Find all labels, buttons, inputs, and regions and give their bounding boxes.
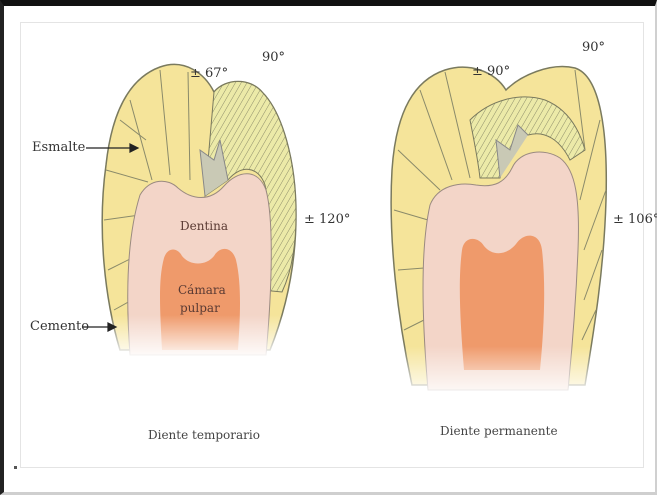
corner-mark	[14, 466, 17, 469]
permanent-angle-top: ± 90°	[472, 64, 510, 79]
permanent-tooth	[385, 67, 615, 400]
enamel-label: Esmalte	[32, 140, 85, 155]
permanent-tooth-caption: Diente permanente	[440, 424, 558, 438]
pulp-label-line1: Cámara	[178, 282, 226, 298]
dentin-label: Dentina	[180, 218, 228, 234]
permanent-angle-side: ± 106°	[613, 212, 657, 227]
primary-angle-side: ± 120°	[304, 212, 350, 227]
primary-angle-top-right: 90°	[262, 50, 285, 65]
pulp-label-line2: pulpar	[180, 300, 220, 316]
cementum-label: Cemento	[30, 319, 89, 334]
primary-tooth-caption: Diente temporario	[148, 428, 260, 442]
primary-angle-top: ± 67°	[190, 66, 228, 81]
permanent-angle-top-right: 90°	[582, 40, 605, 55]
